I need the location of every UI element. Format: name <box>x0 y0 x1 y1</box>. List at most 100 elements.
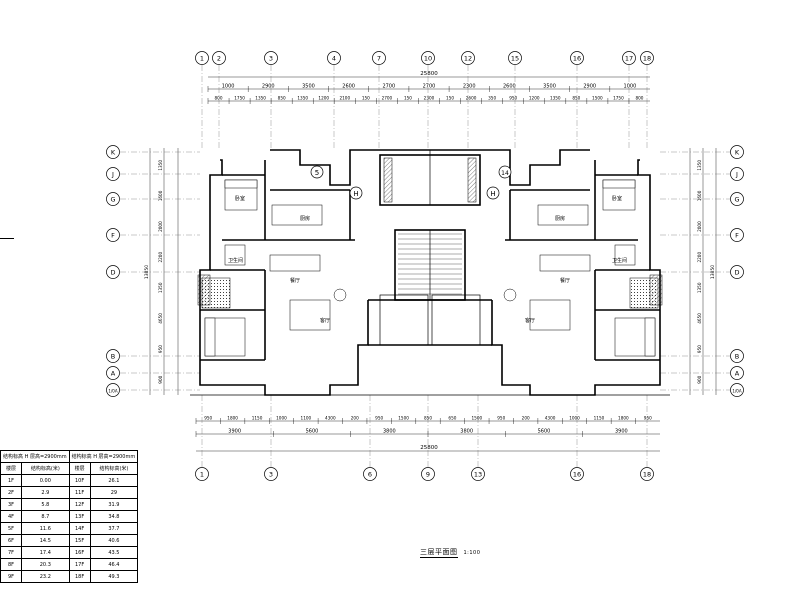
room-label: 客厅 <box>525 317 535 324</box>
overall-dim-top: 25800 <box>420 71 438 77</box>
svg-text:J: J <box>111 171 114 179</box>
axis-bubble-D: D <box>106 265 120 279</box>
dim-value: 1500 <box>398 416 409 421</box>
dim-value: 1150 <box>594 416 605 421</box>
unit-marks: 5 14 H H <box>310 165 512 200</box>
axis-bubble-1: 1 <box>195 467 209 481</box>
axis-bubble-G: G <box>106 192 120 206</box>
axis-bubble-J: J <box>730 167 744 181</box>
svg-text:1: 1 <box>200 471 204 479</box>
dim-value: 4650 <box>158 313 163 324</box>
dim-value: 1350 <box>697 160 702 171</box>
svg-text:7: 7 <box>377 55 381 63</box>
axis-bubble-F: F <box>106 228 120 242</box>
axis-bubble-4: 4 <box>327 51 341 65</box>
axis-bubble-B: B <box>730 349 744 363</box>
dim-value: 1000 <box>276 416 287 421</box>
axis-bubble-1/0A: 1/0A <box>106 383 120 397</box>
dim-value: 200 <box>522 416 530 421</box>
axis-bubble-2: 2 <box>212 51 226 65</box>
svg-text:17: 17 <box>625 55 633 63</box>
dim-value: 3900 <box>228 429 241 435</box>
dim-value: 2700 <box>423 84 436 90</box>
axis-bubble-9: 9 <box>421 467 435 481</box>
top-dimension-lines: 25800 <box>208 71 650 102</box>
dim-value: 150 <box>404 96 412 101</box>
svg-text:B: B <box>111 353 115 361</box>
axis-bubble-15: 15 <box>508 51 522 65</box>
svg-text:16: 16 <box>573 55 581 63</box>
stair <box>398 230 462 300</box>
col-elev: 结构标高(米) <box>21 462 70 475</box>
axis-bubble-G: G <box>730 192 744 206</box>
room-label: 卧室 <box>612 195 622 202</box>
dim-value: 900 <box>697 375 702 383</box>
room-label: 卧室 <box>235 195 245 202</box>
dim-value: 2000 <box>697 221 702 232</box>
dim-value: 1500 <box>592 96 603 101</box>
left-dimension-lines <box>149 148 179 395</box>
dim-value: 200 <box>351 416 359 421</box>
dim-value: 950 <box>697 345 702 353</box>
svg-text:4: 4 <box>332 55 336 63</box>
dim-value: 2300 <box>463 84 476 90</box>
dim-value: 950 <box>509 96 517 101</box>
dim-value: 1800 <box>618 416 629 421</box>
dim-value: 950 <box>158 345 163 353</box>
axis-bubble-10: 10 <box>421 51 435 65</box>
svg-text:K: K <box>111 149 116 157</box>
axis-bubble-A: A <box>106 366 120 380</box>
dim-value: 2900 <box>583 84 596 90</box>
col-floor: 楼层 <box>68 462 91 475</box>
svg-text:10: 10 <box>424 55 432 63</box>
axis-bubble-18: 18 <box>640 51 654 65</box>
dim-value: 4650 <box>697 313 702 324</box>
dim-value: 2600 <box>342 84 355 90</box>
plan-scale: 1:100 <box>463 550 481 556</box>
dim-value: 800 <box>215 96 223 101</box>
dim-value: 3500 <box>543 84 556 90</box>
svg-text:1: 1 <box>200 55 204 63</box>
axis-bubble-12: 12 <box>461 51 475 65</box>
svg-text:2: 2 <box>217 55 221 63</box>
room-label: 客厅 <box>320 317 330 324</box>
dim-value: 2000 <box>158 221 163 232</box>
dim-value: 2200 <box>158 252 163 263</box>
svg-text:B: B <box>735 353 739 361</box>
dim-value: 3800 <box>383 429 396 435</box>
dim-value: 150 <box>362 96 370 101</box>
axis-bubble-A: A <box>730 366 744 380</box>
room-label: 餐厅 <box>560 277 570 284</box>
dim-value: 1600 <box>158 190 163 201</box>
dim-value: 150 <box>446 96 454 101</box>
dim-value: 950 <box>644 416 652 421</box>
room-labels: 厨房 厨房 卧室 卧室 客厅 客厅 餐厅 餐厅 卫生间 卫生间 <box>228 195 627 324</box>
axis-bubble-17: 17 <box>622 51 636 65</box>
svg-text:13: 13 <box>474 471 482 479</box>
dim-value: 2700 <box>382 84 395 90</box>
axis-bubble-3: 3 <box>264 51 278 65</box>
axis-bubble-16: 16 <box>570 51 584 65</box>
axis-bubble-13: 13 <box>471 467 485 481</box>
dim-value: 350 <box>488 96 496 101</box>
dim-value: 2700 <box>382 96 393 101</box>
svg-text:12: 12 <box>464 55 472 63</box>
dim-value: 800 <box>635 96 643 101</box>
right-dimension-lines <box>689 148 717 395</box>
dim-value: 5600 <box>306 429 319 435</box>
svg-text:3: 3 <box>269 55 273 63</box>
dim-value: 850 <box>278 96 286 101</box>
dim-value: 1000 <box>569 416 580 421</box>
svg-text:6: 6 <box>368 471 372 479</box>
dim-value: 1350 <box>255 96 266 101</box>
svg-text:16: 16 <box>573 471 581 479</box>
